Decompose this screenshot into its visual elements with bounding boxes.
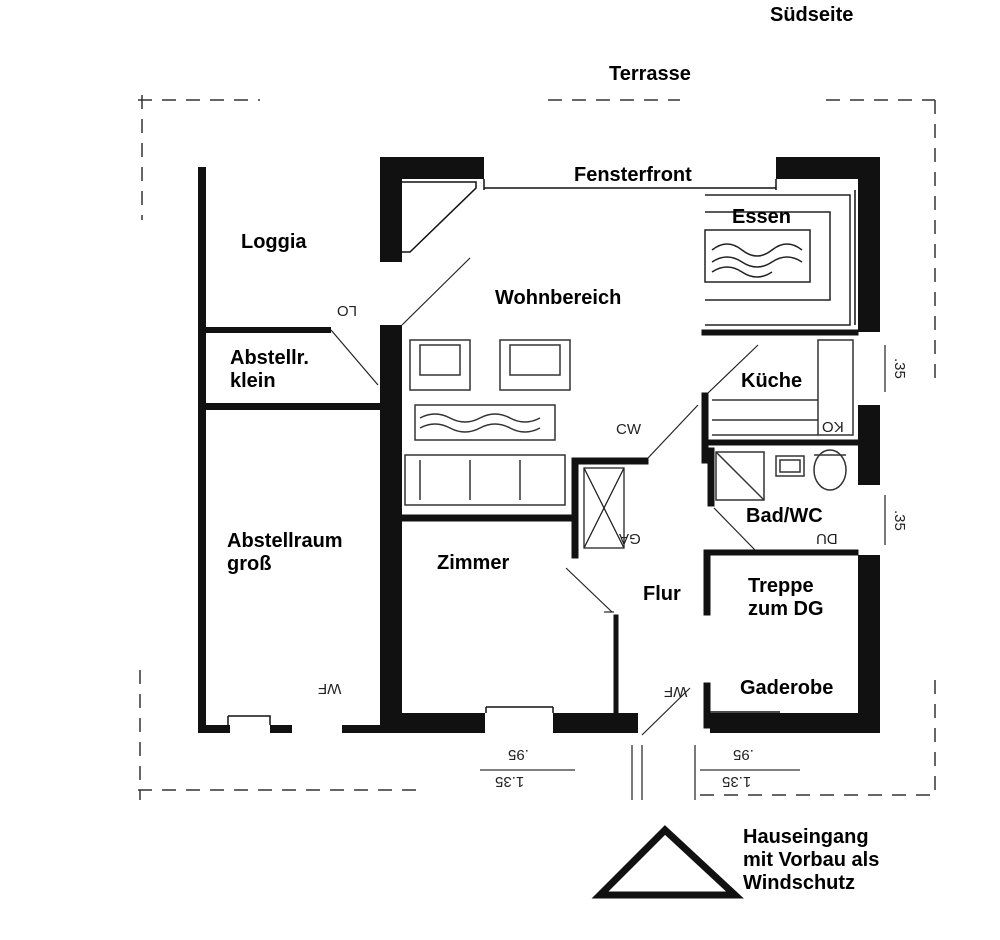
orientation-label: Südseite [770,4,854,26]
dimension-lines [480,345,886,800]
label-cw: CW [616,421,641,438]
label-du: DU [816,530,838,547]
entrance-triangle-icon [591,825,744,899]
room-treppe-line2: zum DG [748,598,824,620]
room-fensterfront: Fensterfront [574,164,692,186]
dining-area [704,194,851,326]
entrance-caption-line1: Hauseingang [743,826,869,848]
kitchen-counter [712,339,854,436]
room-zimmer: Zimmer [437,552,510,574]
fireplace [583,467,625,549]
entrance-caption-line2: mit Vorbau als [743,849,880,871]
label-ga: GA [619,530,641,547]
label-wf-left: WF [318,680,342,697]
bathroom-fixtures [715,449,847,501]
dim-upper-right-vertical: .35 [891,358,908,379]
label-lo: LO [337,302,358,319]
room-abstellr-klein-line2: klein [230,370,276,392]
door-swings [330,257,759,736]
dim-lower-right-vertical: .35 [891,510,908,531]
interior-walls [401,329,859,729]
storage-walls [198,167,380,733]
room-wohnbereich: Wohnbereich [495,287,622,309]
dim-left-95: .95 [508,746,529,763]
room-kueche: Küche [741,370,803,392]
room-flur: Flur [643,583,681,605]
dim-right-135: 1.35 [722,773,752,790]
terrace-label: Terrasse [609,63,691,85]
living-furniture [404,339,571,506]
exterior-walls [380,157,880,733]
room-loggia: Loggia [241,231,307,253]
dashed-boundary [138,95,936,800]
room-treppe-line1: Treppe [748,575,814,597]
dim-right-95: .95 [733,746,754,763]
room-abstellr-klein-line1: Abstellr. [230,347,309,369]
room-essen: Essen [732,206,791,228]
room-abstellraum-gross-line1: Abstellraum [227,530,343,552]
label-ko: KO [822,418,844,435]
entrance-caption-line3: Windschutz [743,872,856,894]
room-bad-wc: Bad/WC [746,505,823,527]
window-lines [227,179,856,725]
label-wf-right: WF [664,683,688,700]
room-abstellraum-gross-line2: groß [227,553,272,575]
room-gaderobe: Gaderobe [740,677,834,699]
dim-left-135: 1.35 [495,773,525,790]
